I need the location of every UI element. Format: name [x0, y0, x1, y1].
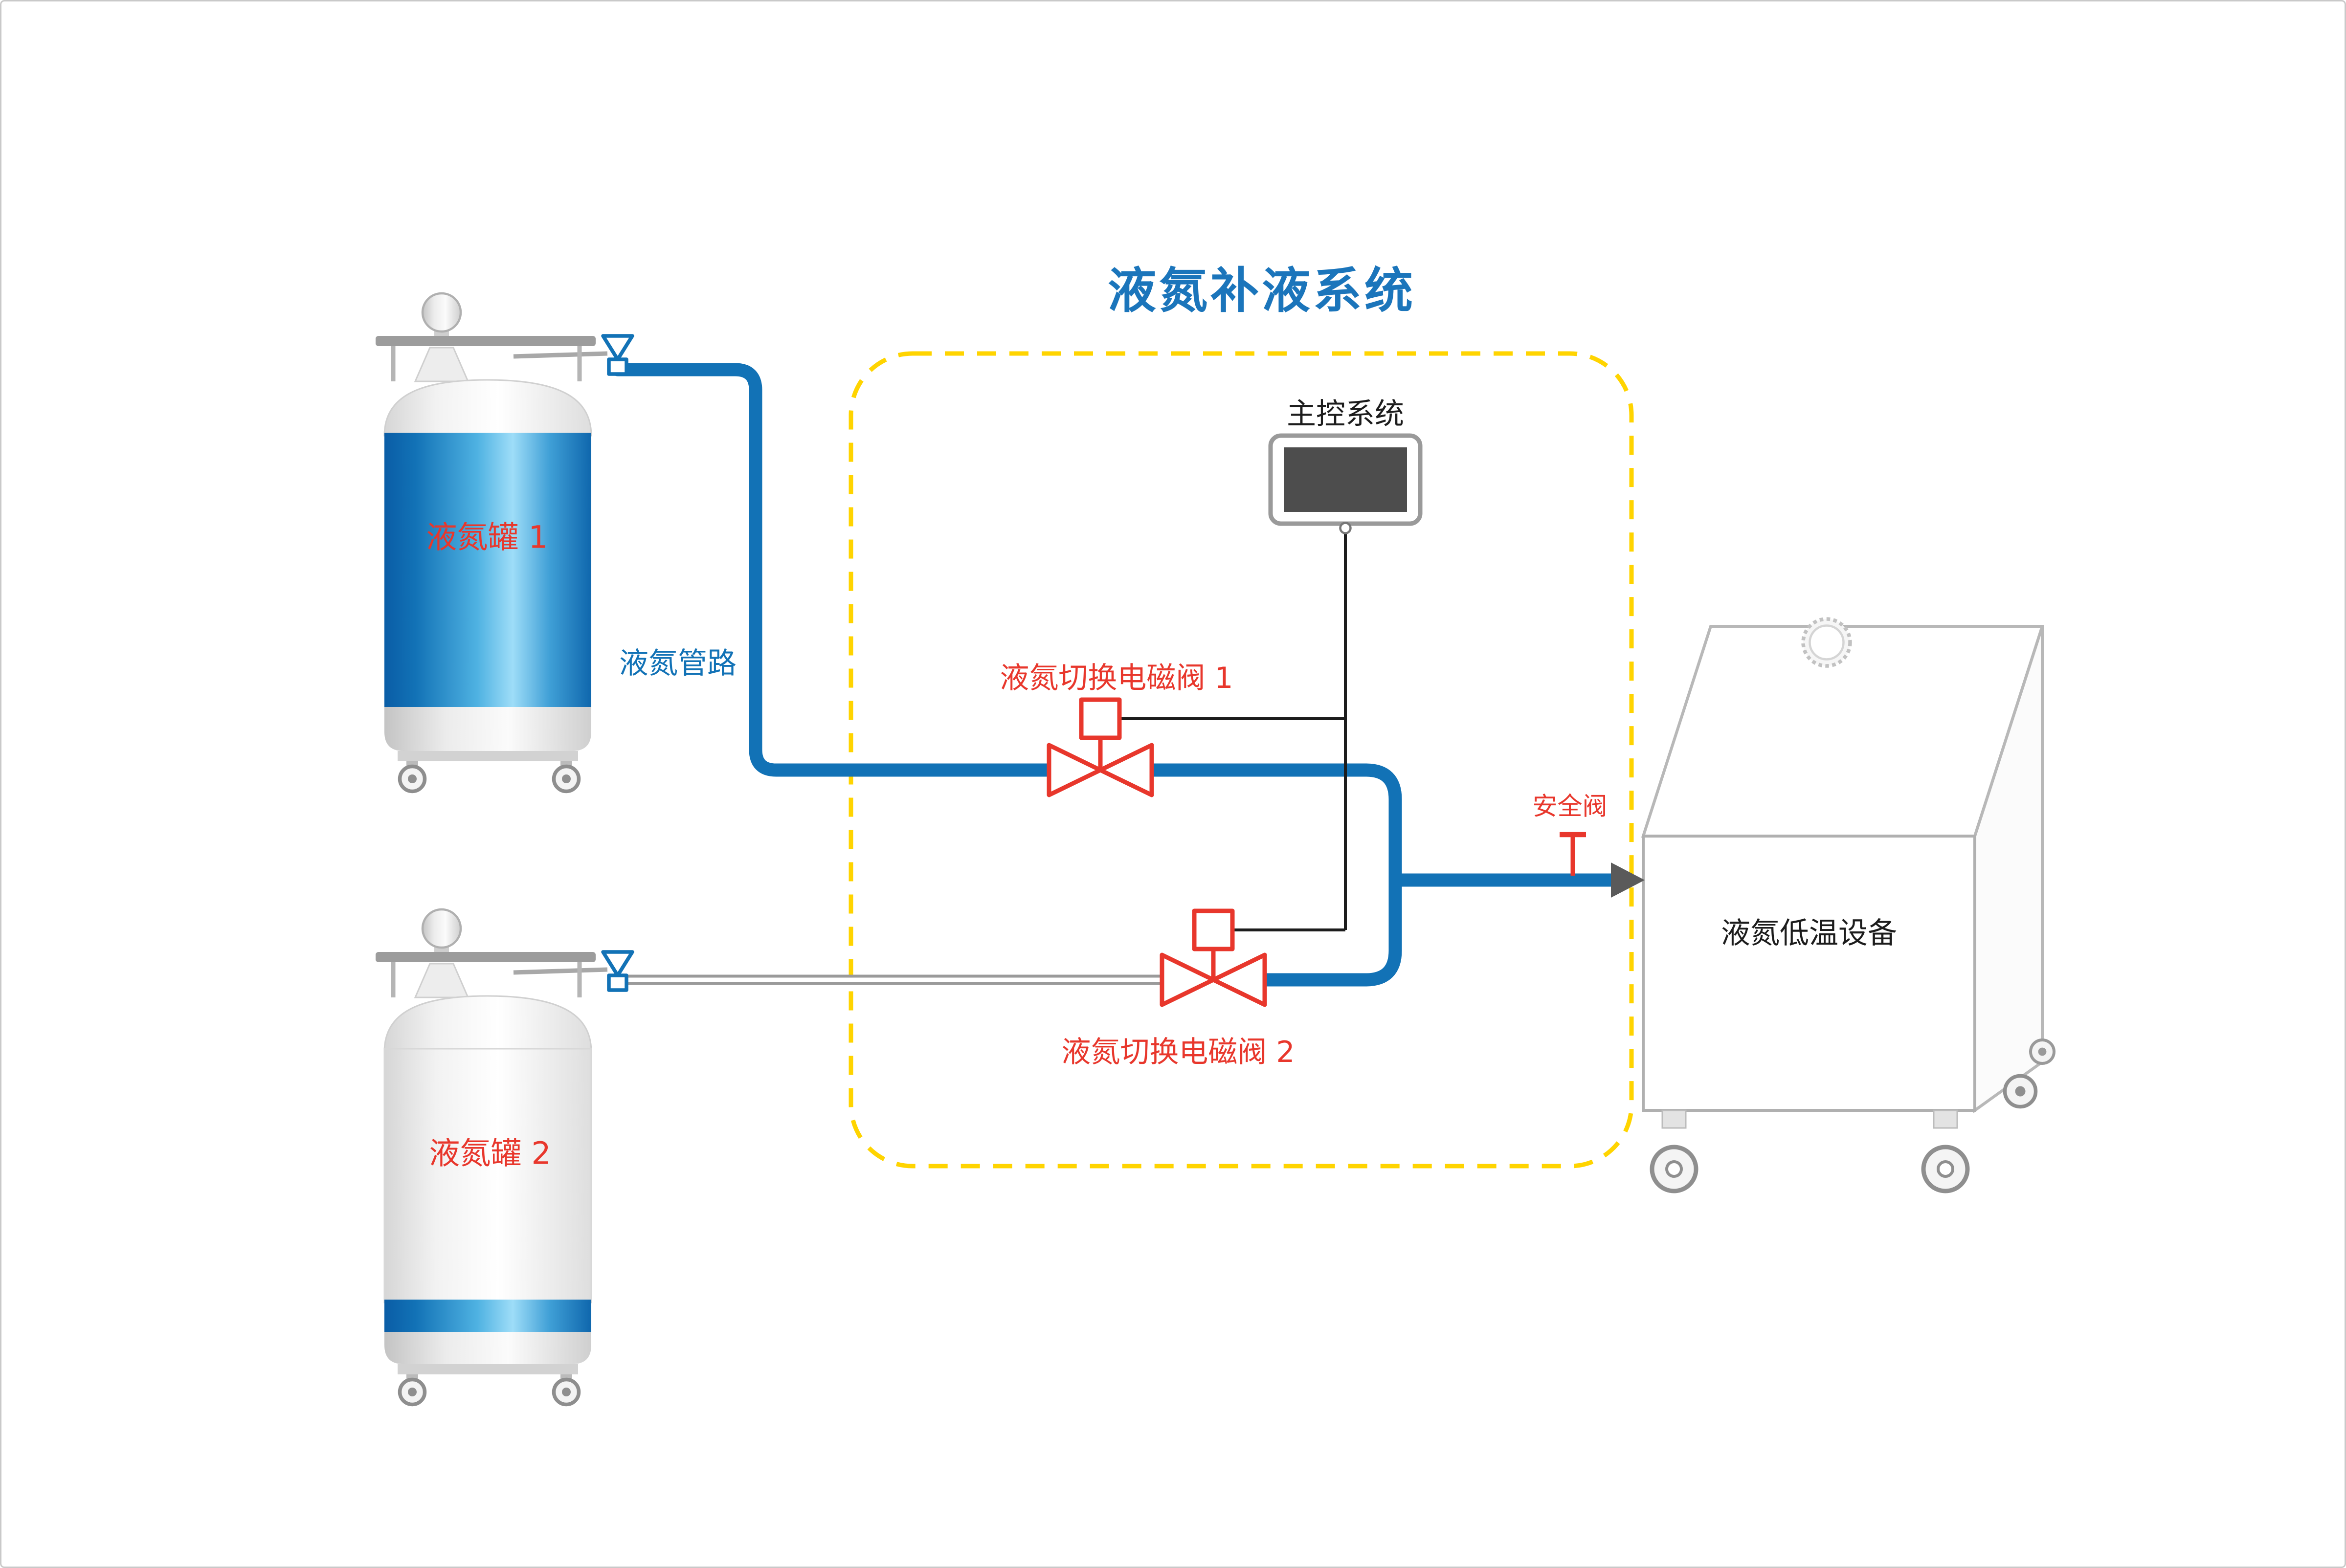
- equipment-front-face: [1642, 835, 1976, 1112]
- tank1-base: [398, 751, 578, 761]
- monitor-screen-icon: [1268, 433, 1423, 534]
- caster-hub: [2015, 1086, 2026, 1097]
- tank2-bottom: [384, 1332, 591, 1364]
- caster-hub: [562, 1388, 571, 1396]
- tank2-liquid-level-stripe: [384, 1300, 591, 1332]
- tank1-neck-cone: [414, 347, 469, 382]
- valve2-bowtie-right: [1211, 952, 1267, 1007]
- page-title: 液氮补液系统: [1108, 262, 1416, 319]
- caster-mount: [1661, 1109, 1687, 1129]
- tank2-outlet-tube: [513, 967, 608, 975]
- funnel-valve-body: [607, 357, 628, 376]
- monitor-connector: [1339, 522, 1352, 534]
- caster-mount: [1933, 1109, 1958, 1129]
- pipeline-label: 液氮管路: [619, 645, 737, 681]
- tank2-base: [398, 1364, 578, 1374]
- valve1-actuator: [1079, 697, 1122, 740]
- valve1-bowtie-right: [1098, 743, 1154, 797]
- tank2-dome: [383, 995, 592, 1053]
- tank1-label: 液氮罐 1: [426, 520, 548, 555]
- system-boundary-dashed-box: [849, 351, 1634, 1169]
- pipe-valve1-valve2-manifold: [1142, 763, 1402, 987]
- pressure-gauge-icon: [421, 292, 462, 333]
- tank2-neck-cone: [414, 963, 469, 998]
- valve2-bowtie-left: [1160, 952, 1216, 1007]
- flow-arrow-icon: [1611, 862, 1645, 898]
- liquid-nitrogen-pipes: [611, 363, 1624, 987]
- tank1-bottom: [384, 707, 591, 751]
- vent-fan-icon: [1801, 617, 1852, 668]
- funnel-valve-icon: [601, 334, 634, 361]
- caster-hub: [2038, 1047, 2047, 1056]
- equipment-side-wheels: [2003, 1038, 2056, 1109]
- tank1-handle-bar: [376, 336, 596, 346]
- relief-valve-icon: [1560, 832, 1586, 876]
- monitor-screen: [1284, 447, 1407, 512]
- control-signal-lines: [1121, 530, 1347, 931]
- solenoid-valve2-label: 液氮切换电磁阀 2: [1061, 1034, 1295, 1069]
- caster-hub: [1937, 1160, 1954, 1178]
- tank2-handle-bar: [376, 952, 596, 962]
- pressure-gauge-icon: [421, 908, 462, 949]
- tank1-outlet-tube: [513, 351, 608, 359]
- caster-hub: [408, 774, 417, 783]
- tank1-body-liquid: [384, 433, 591, 707]
- equipment-graphic: [1641, 617, 2056, 1193]
- valve2-actuator: [1192, 908, 1235, 951]
- pipe-tank1-to-valve1: [611, 363, 1057, 777]
- caster-hub: [408, 1388, 417, 1396]
- equipment-label: 液氮低温设备: [1721, 915, 1897, 950]
- solenoid-valve1-label: 液氮切换电磁阀 1: [1000, 660, 1233, 695]
- tank1-dome: [383, 379, 592, 437]
- funnel-valve-icon: [601, 950, 634, 977]
- control-system-label: 主控系统: [1287, 396, 1404, 431]
- tank1-graphic: [376, 292, 608, 794]
- tank2-graphic: [376, 908, 608, 1407]
- tank2-label: 液氮罐 2: [429, 1136, 551, 1171]
- equipment-front-wheels: [1650, 1109, 1970, 1193]
- solenoid-valve2-icon: [1160, 908, 1267, 1007]
- tank2-body-empty: [383, 1048, 592, 1303]
- caster-hub: [562, 774, 571, 783]
- safety-valve-label: 安全阀: [1532, 793, 1608, 822]
- funnel-valve-body: [607, 973, 628, 992]
- tank-outlet-valves: [601, 334, 634, 992]
- solenoid-valve1-icon: [1047, 697, 1154, 797]
- caster-hub: [1665, 1160, 1683, 1178]
- valve1-bowtie-left: [1047, 743, 1103, 797]
